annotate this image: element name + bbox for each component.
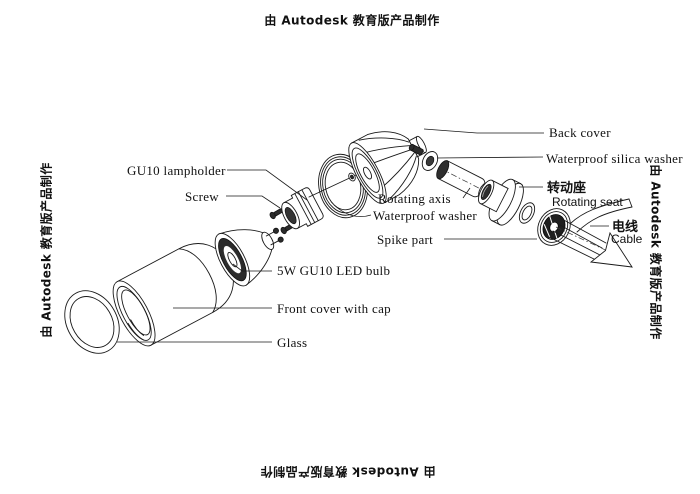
label-rotating-seat-zh: 转动座 [547,180,586,196]
label-gu10-lampholder: GU10 lampholder [127,163,226,178]
part-waterproof-silica-washer [421,151,439,171]
leader-waterproof-silica-washer [436,156,544,159]
label-led-bulb: 5W GU10 LED bulb [277,263,390,278]
part-front-cover [112,243,234,347]
label-rotating-axis: Rotating axis [378,191,451,206]
part-glass [64,290,120,354]
part-spike [537,208,633,268]
label-glass: Glass [277,335,307,350]
part-rotating-seat [478,178,524,226]
label-rotating-seat-en: Rotating seat [552,195,623,209]
part-gu10-lampholder [281,187,324,230]
part-cable [570,198,633,233]
part-labels: Back cover Waterproof silica washer 转动座 … [127,125,683,350]
label-waterproof-washer: Waterproof washer [373,208,477,223]
watermark-top: 由 Autodesk 教育版产品制作 [264,13,440,28]
label-front-cover: Front cover with cap [277,301,391,316]
label-waterproof-silica-washer: Waterproof silica washer [546,151,683,166]
label-cable-zh: 电线 [612,219,638,235]
label-back-cover: Back cover [549,125,611,140]
part-fixing-pin [308,172,357,198]
label-cable-en: Cable [611,232,643,246]
label-screw: Screw [185,189,219,204]
part-rear-washer [518,202,536,224]
part-rear-bolt [408,143,424,156]
label-spike-part: Spike part [377,232,433,247]
leader-back-cover [423,128,544,134]
leader-gu10-lampholder [227,169,308,201]
leader-rotating-axis [462,187,471,199]
leader-waterproof-washer [333,204,372,218]
leader-led-bulb [232,263,272,272]
part-back-cover [348,131,427,204]
leader-screw [226,195,281,209]
leader-lines [117,128,609,343]
